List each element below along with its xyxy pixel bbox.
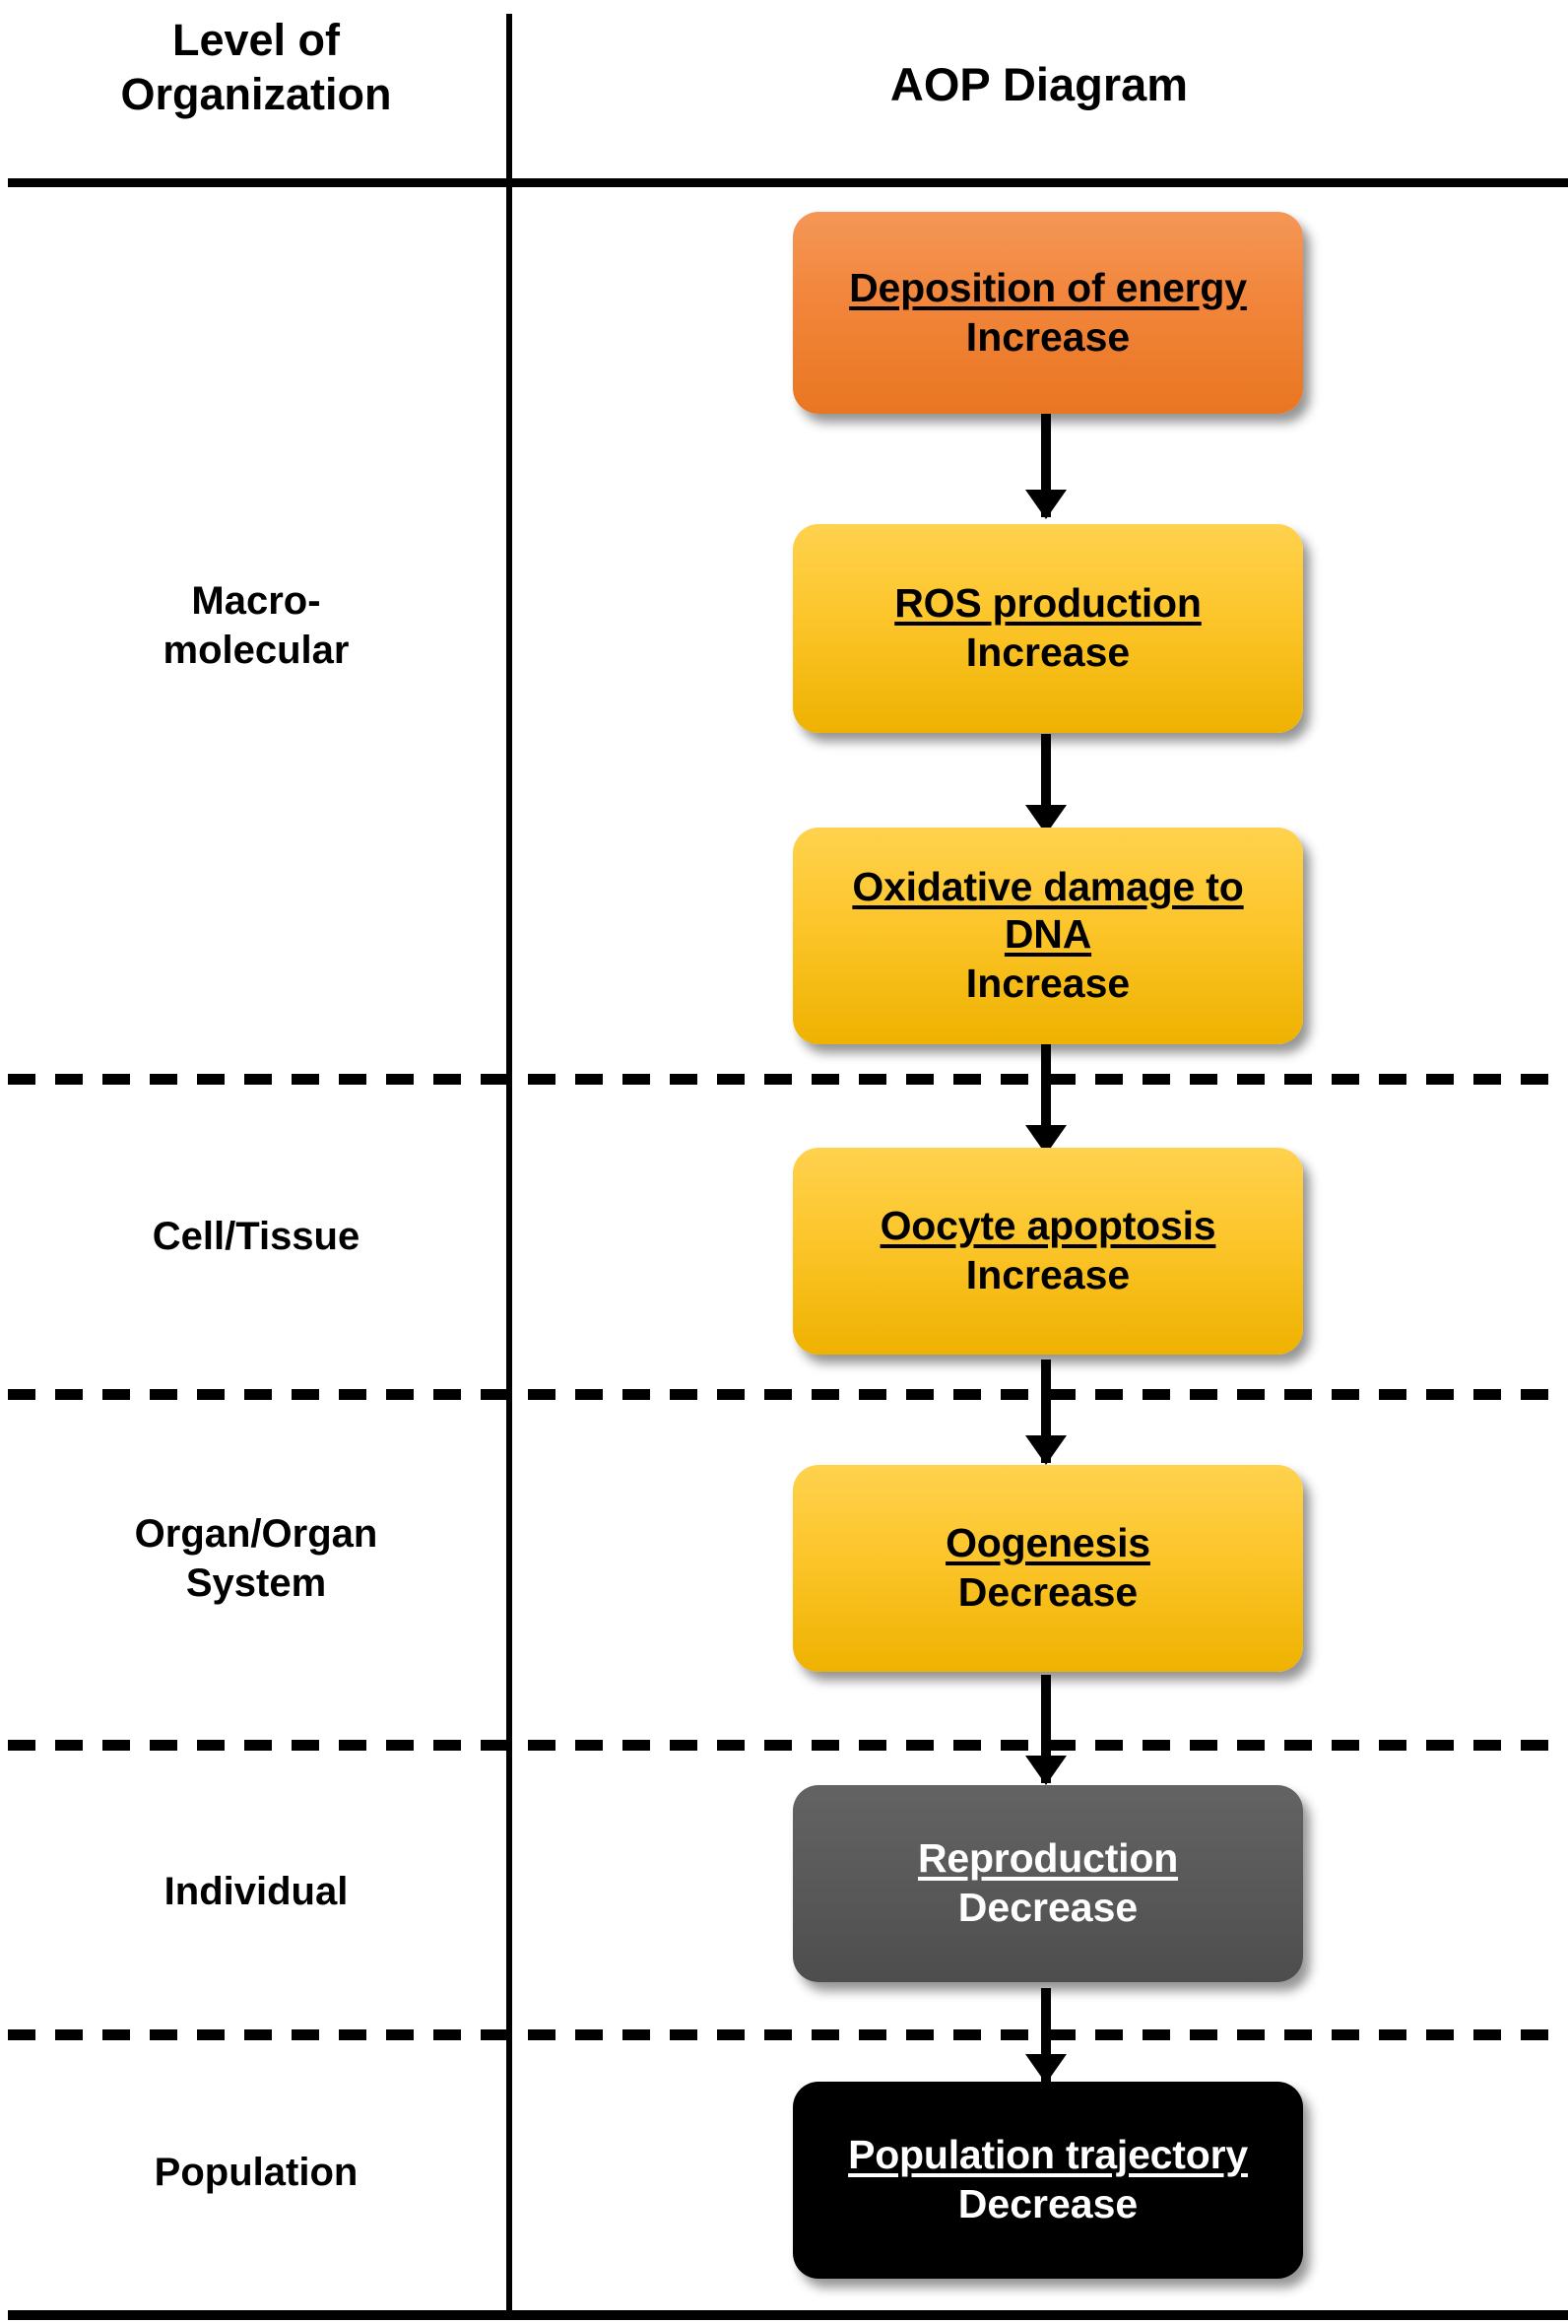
aop-node-name-reproduction: Reproduction (917, 1835, 1179, 1882)
aop-node-oocyte-apoptosis[interactable]: Oocyte apoptosis Increase (793, 1148, 1303, 1355)
level-label-macromolecular-line-2: molecular (163, 629, 350, 672)
aop-node-direction-oxidative-damage-to-dna: Increase (965, 960, 1131, 1006)
page-title-line-1: Level of (171, 15, 341, 65)
aop-node-ros-production[interactable]: ROS production Increase (793, 524, 1303, 733)
page-title-line-2: Organization (120, 68, 392, 119)
aop-node-name-ros-production: ROS production (894, 580, 1202, 627)
aop-node-name-line2-oxidative-damage-to-dna: DNA (1004, 911, 1092, 958)
connector-oocyte-to-oogenesis (1041, 1360, 1051, 1463)
level-label-organ-system-line-2: System (185, 1561, 327, 1605)
aop-node-oxidative-damage-to-dna[interactable]: Oxidative damage to DNA Increase (793, 828, 1303, 1044)
header-separator-rule (8, 178, 1568, 187)
level-label-individual-line-1: Individual (163, 1870, 349, 1913)
level-divider-celltissue-organsystem (8, 1389, 1568, 1400)
page-title-level-of-organization: Level of Organization (39, 14, 473, 122)
connector-oxidative-to-oocyte (1041, 1044, 1051, 1153)
aop-node-reproduction[interactable]: Reproduction Decrease (793, 1785, 1303, 1982)
connector-reproduction-to-population (1041, 1988, 1051, 2082)
arrowhead-deposition-to-ros (1025, 490, 1067, 519)
connector-oogenesis-to-reproduction (1041, 1675, 1051, 1783)
column-divider (506, 14, 512, 2315)
level-divider-organsystem-individual (8, 1740, 1568, 1751)
level-label-organ-system: Organ/Organ System (20, 1509, 492, 1608)
aop-node-direction-oogenesis: Decrease (957, 1569, 1139, 1615)
footer-rule (8, 2310, 1568, 2320)
level-label-macromolecular-line-1: Macro- (191, 579, 321, 623)
aop-node-deposition-of-energy[interactable]: Deposition of energy Increase (793, 212, 1303, 414)
aop-node-direction-ros-production: Increase (965, 630, 1131, 675)
level-label-population: Population (20, 2148, 492, 2197)
level-label-cell-tissue: Cell/Tissue (20, 1212, 492, 1261)
aop-node-name-population-trajectory: Population trajectory (848, 2132, 1248, 2178)
arrowhead-oocyte-to-oogenesis (1025, 1435, 1067, 1465)
page-title-aop-diagram: AOP Diagram (889, 58, 1189, 110)
level-label-population-line-1: Population (154, 2151, 359, 2194)
level-label-macromolecular: Macro- molecular (20, 576, 492, 675)
connector-deposition-to-ros (1041, 414, 1051, 517)
aop-node-name-deposition-of-energy: Deposition of energy (849, 264, 1247, 310)
aop-node-direction-oocyte-apoptosis: Increase (965, 1252, 1131, 1297)
level-divider-macromolecular-celltissue (8, 1074, 1568, 1085)
aop-node-direction-deposition-of-energy: Increase (965, 313, 1131, 360)
level-divider-individual-population (8, 2029, 1568, 2040)
connector-ros-to-oxidative (1041, 734, 1051, 832)
level-label-cell-tissue-line-1: Cell/Tissue (152, 1215, 360, 1258)
aop-node-direction-population-trajectory: Decrease (957, 2181, 1139, 2226)
level-label-organ-system-line-1: Organ/Organ (134, 1512, 378, 1556)
aop-node-population-trajectory[interactable]: Population trajectory Decrease (793, 2082, 1303, 2279)
aop-node-name-oogenesis: Oogenesis (946, 1520, 1150, 1566)
level-label-individual: Individual (20, 1867, 492, 1916)
aop-node-direction-reproduction: Decrease (957, 1885, 1139, 1930)
aop-node-name-oocyte-apoptosis: Oocyte apoptosis (880, 1203, 1216, 1249)
arrowhead-reproduction-to-population (1025, 2054, 1067, 2084)
aop-node-oogenesis[interactable]: Oogenesis Decrease (793, 1465, 1303, 1672)
aop-node-name-oxidative-damage-to-dna: Oxidative damage to (852, 864, 1244, 910)
arrowhead-oogenesis-to-reproduction (1025, 1756, 1067, 1785)
